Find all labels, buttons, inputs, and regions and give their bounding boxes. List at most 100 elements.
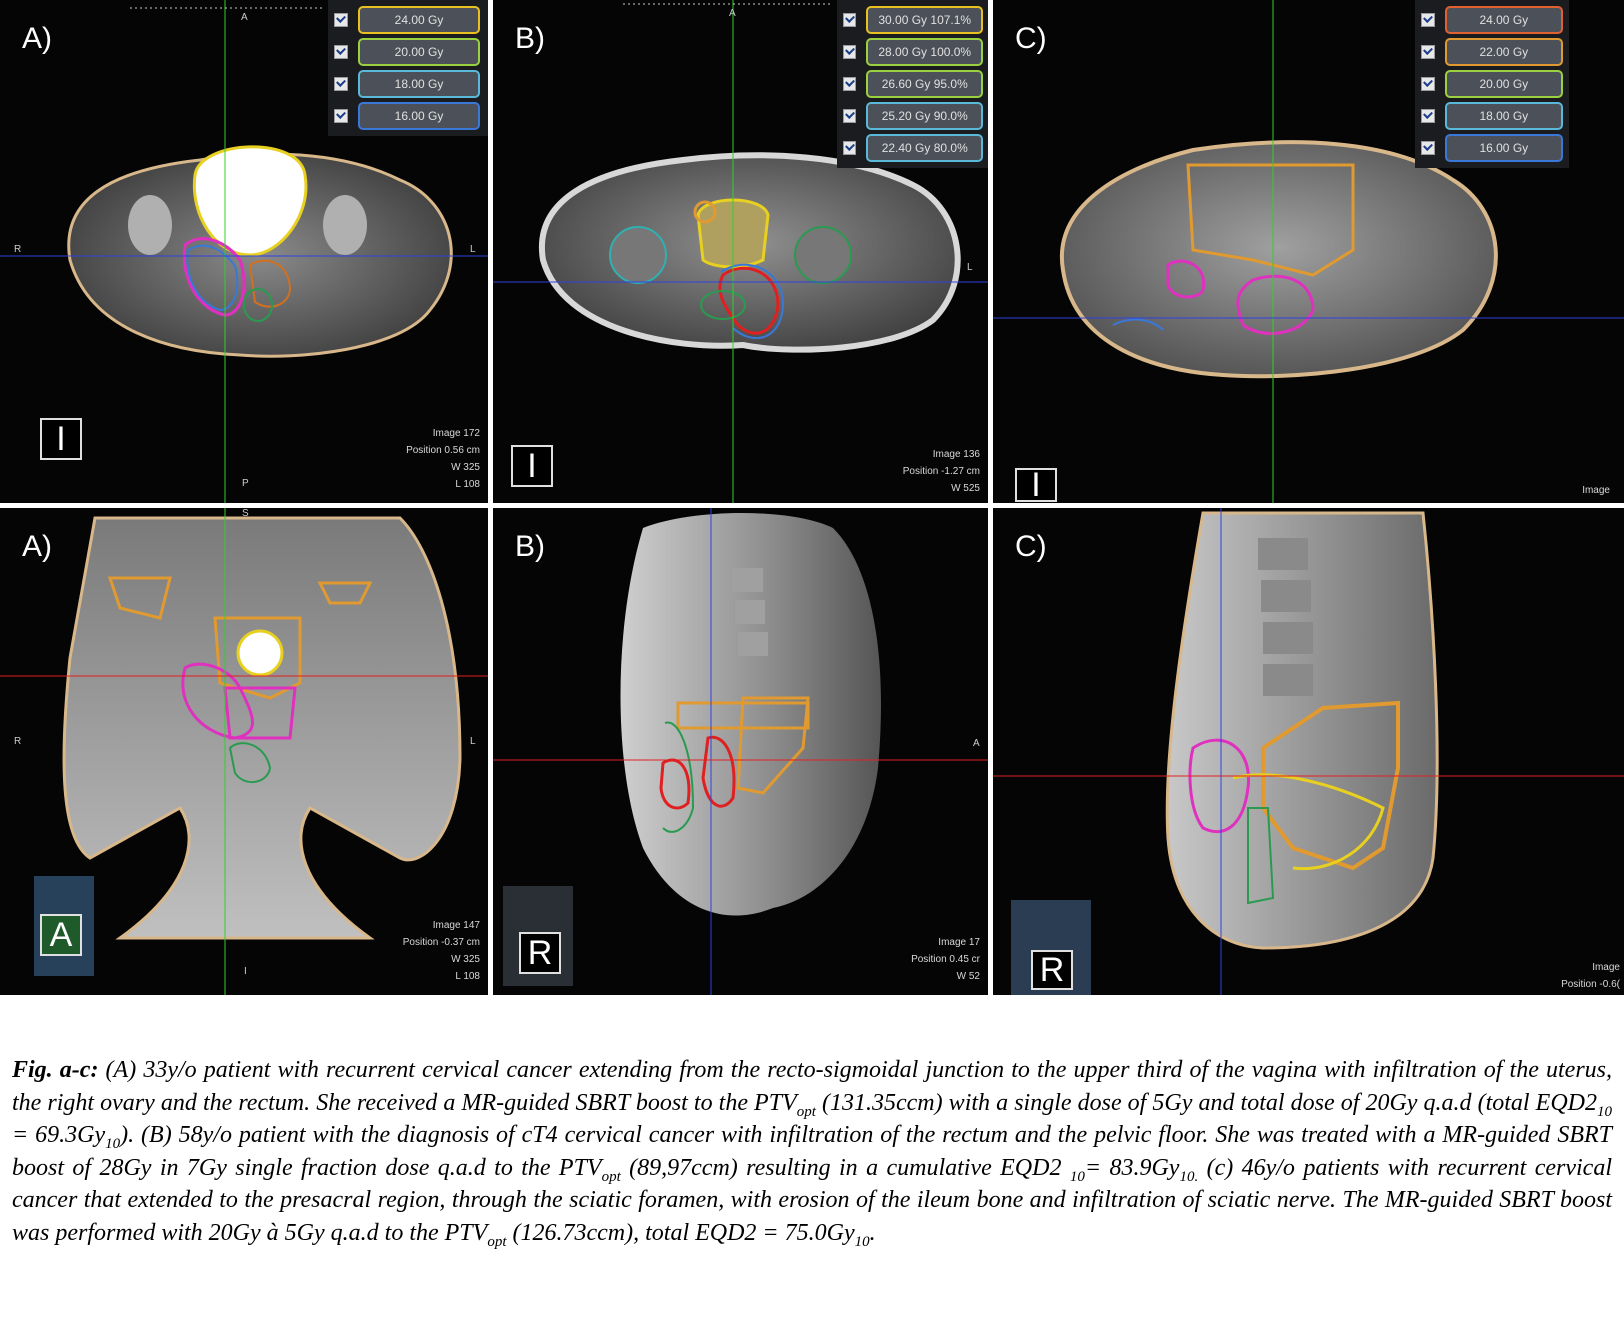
edge-label-left: R [14,736,22,747]
image-info-line: W 325 [451,462,480,473]
image-info-line: Position -1.27 cm [902,466,980,477]
legend-checkbox[interactable] [843,141,857,155]
edge-label-right: L [967,262,973,273]
orientation-indicator: I [1015,468,1057,502]
orientation-cube[interactable]: R [1011,900,1091,995]
image-info-line: L 108 [455,971,480,982]
caption-fig-label: Fig. a-c: [12,1057,99,1083]
legend-row: 22.00 Gy [1421,36,1563,68]
legend-row: 16.00 Gy [1421,132,1563,164]
figure-caption: Fig. a-c: (A) 33y/o patient with recurre… [12,1054,1612,1249]
legend-row: 22.40 Gy 80.0% [843,132,983,164]
image-info-line: L 108 [455,479,480,490]
caption-subscript: opt [796,1103,816,1120]
caption-subscript: 10. [1179,1168,1199,1185]
caption-subscript: 10 [1597,1103,1613,1120]
orientation-indicator: I [511,445,553,487]
image-info-line: Image [1582,485,1610,496]
legend-row: 26.60 Gy 95.0% [843,68,983,100]
image-info-line: Position 0.45 cr [911,954,980,965]
axial-scan-b [493,0,988,503]
legend-checkbox[interactable] [334,45,348,59]
legend-checkbox[interactable] [1421,45,1435,59]
dose-level-label: 24.00 Gy [358,6,480,34]
legend-checkbox[interactable] [1421,13,1435,27]
edge-label-top: A [241,12,248,23]
image-info-line: Position 0.56 cm [406,445,480,456]
panel-label: A) [22,530,52,563]
image-info: Image [1582,482,1610,499]
orientation-cube[interactable]: A [34,876,94,976]
caption-text: (89,97ccm) resulting in a cumulative EQD… [620,1154,1070,1181]
caption-text: ). (B) 58y/o patient with the diagnosis … [12,1122,1612,1181]
legend-checkbox[interactable] [334,13,348,27]
legend-row: 16.00 Gy [334,100,486,132]
image-info-line: Image 136 [932,449,980,460]
caption-text: (126.73ccm), total EQD2 = 75.0Gy [506,1219,855,1246]
dose-legend: 30.00 Gy 107.1% 28.00 Gy 100.0% 26.60 Gy 9… [837,0,988,168]
orientation-indicator: I [40,418,82,460]
legend-row: 28.00 Gy 100.0% [843,36,983,68]
legend-checkbox[interactable] [843,77,857,91]
image-info-line: W 325 [451,954,480,965]
legend-checkbox[interactable] [1421,109,1435,123]
dose-level-label: 20.00 Gy [1444,70,1563,98]
dose-level-label: 25.20 Gy 90.0% [866,102,983,130]
legend-checkbox[interactable] [1421,77,1435,91]
edge-label-left: R [14,244,22,255]
image-info-line: W 525 [951,483,980,494]
axial-scan-a [0,0,488,503]
dose-level-label: 18.00 Gy [1444,102,1563,130]
legend-row: 18.00 Gy [1421,100,1563,132]
legend-checkbox[interactable] [843,109,857,123]
legend-checkbox[interactable] [843,45,857,59]
caption-subscript: 10 [854,1233,870,1250]
sagittal-scan-b [493,508,988,995]
legend-checkbox[interactable] [334,109,348,123]
orientation-cube[interactable]: R [503,886,573,986]
orientation-indicator: R [1031,950,1073,990]
orientation-indicator: A [40,914,82,956]
edge-label-right: A [973,738,980,749]
caption-text: . [869,1219,876,1246]
caption-text: = 69.3Gy [12,1122,106,1148]
legend-checkbox[interactable] [843,13,857,27]
dose-level-label: 22.40 Gy 80.0% [866,134,983,162]
legend-row: 20.00 Gy [334,36,486,68]
caption-text: = 83.9Gy [1084,1154,1180,1181]
edge-label-top: S [242,508,249,519]
coronal-scan-a [0,508,488,995]
dose-level-label: 22.00 Gy [1444,38,1563,66]
legend-checkbox[interactable] [334,77,348,91]
edge-label-top: A [729,8,736,19]
legend-row: 25.20 Gy 90.0% [843,100,983,132]
dose-level-label: 26.60 Gy 95.0% [866,70,983,98]
image-info-line: Image 17 [938,937,980,948]
legend-row: 30.00 Gy 107.1% [843,4,983,36]
dose-level-label: 30.00 Gy 107.1% [866,6,983,34]
image-info-line: Image 172 [432,428,480,439]
legend-row: 24.00 Gy [1421,4,1563,36]
panel-top-b: B) A L 30.00 Gy 107.1% 28.00 Gy 100.0% 26.… [493,0,988,503]
panel-label: B) [515,530,545,563]
panel-label: B) [515,22,545,55]
legend-checkbox[interactable] [1421,141,1435,155]
panel-label: C) [1015,22,1047,55]
orientation-indicator: R [519,932,561,974]
dose-level-label: 28.00 Gy 100.0% [866,38,983,66]
caption-subscript: 10 [105,1135,121,1152]
axial-scan-c [993,0,1624,503]
edge-label-bottom: I [244,966,247,977]
legend-row: 24.00 Gy [334,4,486,36]
dose-level-label: 16.00 Gy [358,102,480,130]
caption-subscript: 10 [1069,1168,1085,1185]
dose-level-label: 24.00 Gy [1444,6,1563,34]
